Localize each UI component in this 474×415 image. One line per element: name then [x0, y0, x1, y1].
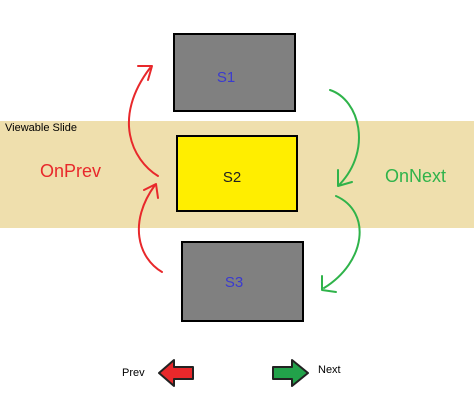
slide-s2-box	[176, 135, 298, 212]
onprev-label: OnPrev	[40, 161, 101, 181]
onprev-arrow-upper-head	[137, 65, 153, 81]
next-button[interactable]	[272, 359, 309, 387]
prev-label: Prev	[122, 367, 145, 379]
onnext-arrows	[321, 89, 361, 293]
onprev-arrow-lower	[137, 184, 163, 273]
onprev-arrows	[127, 65, 163, 273]
prev-button[interactable]	[158, 359, 194, 387]
onnext-arrow-upper	[329, 89, 360, 185]
slide-s2-label: S2	[223, 169, 241, 186]
onnext-arrow-lower-head	[321, 275, 337, 293]
green-right-arrow-icon[interactable]	[272, 359, 309, 387]
onprev-arrow-upper	[127, 67, 159, 177]
slide-s3-box	[181, 241, 304, 322]
onnext-label: OnNext	[385, 166, 446, 186]
onnext-arrow-lower	[323, 195, 361, 289]
onprev-arrow-lower-head	[143, 183, 159, 199]
slide-s1-box	[173, 33, 296, 112]
viewable-slide-label: Viewable Slide	[5, 122, 77, 134]
red-left-arrow-icon[interactable]	[158, 359, 194, 387]
next-label: Next	[318, 364, 341, 376]
onnext-arrow-upper-head	[337, 169, 353, 187]
slide-s1-label: S1	[217, 69, 235, 86]
slide-s3-label: S3	[225, 274, 243, 291]
